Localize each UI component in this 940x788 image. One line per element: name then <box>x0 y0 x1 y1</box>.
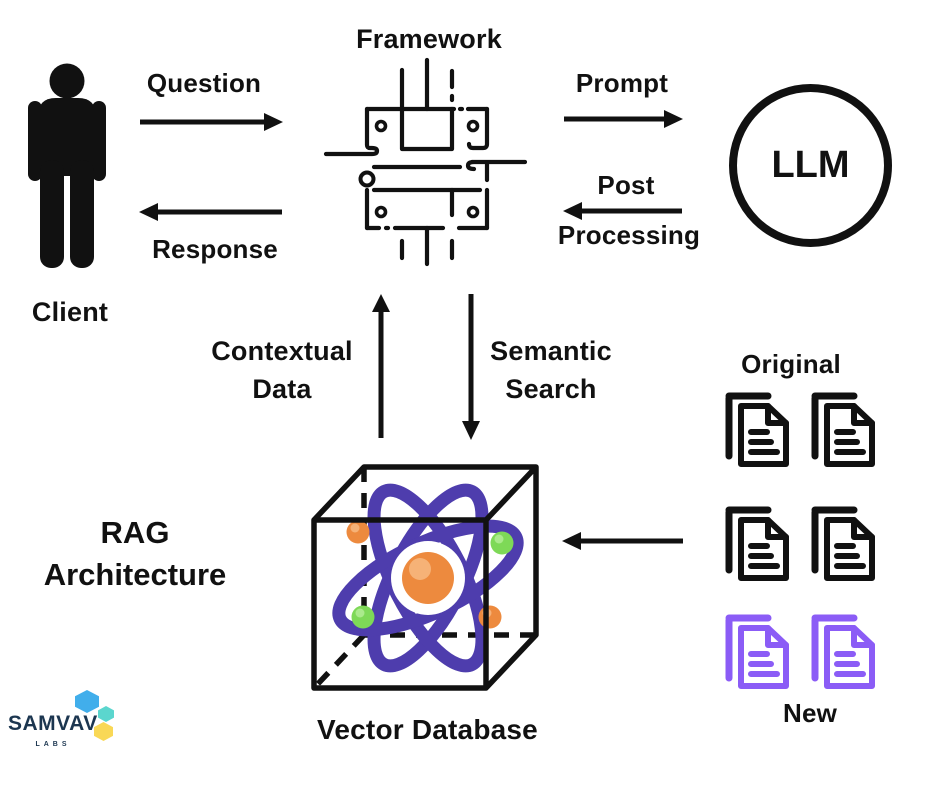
document-copy-icon-original <box>725 392 789 467</box>
schematic-bracket-icon <box>323 57 527 267</box>
semantic-search-arrow <box>462 294 480 440</box>
contextual-data-arrow <box>372 294 390 438</box>
original-label: Original <box>741 349 841 379</box>
post-label: Post <box>597 170 655 200</box>
diagram-title: RAG Architecture <box>43 515 227 592</box>
question-arrow <box>140 113 283 131</box>
atom-in-cube-icon <box>311 464 539 691</box>
logo-brand-text: SAMVAV <box>8 712 98 735</box>
semantic-search-label: Semantic Search <box>490 336 612 404</box>
llm-node: LLM <box>729 84 892 247</box>
framework-label: Framework <box>356 24 502 54</box>
logo-hexagon-blue <box>75 690 99 713</box>
question-label: Question <box>146 68 262 98</box>
client-label: Client <box>31 297 109 327</box>
logo-hexagon-teal <box>98 706 114 722</box>
logo-sub-text: LABS <box>35 741 71 748</box>
document-copy-icon-new <box>811 614 875 689</box>
processing-label: Processing <box>557 220 701 250</box>
logo-hexagon-yellow <box>94 722 113 741</box>
prompt-label: Prompt <box>575 68 669 98</box>
ingest-arrow <box>562 532 683 550</box>
post-processing-arrow <box>563 202 682 220</box>
prompt-arrow <box>564 110 683 128</box>
document-copy-icon-original <box>811 506 875 581</box>
vector-database-label: Vector Database <box>317 714 538 745</box>
response-arrow <box>139 203 282 221</box>
response-label: Response <box>152 234 278 264</box>
document-copy-icon-original <box>811 392 875 467</box>
new-label: New <box>782 698 838 728</box>
person-icon <box>28 63 106 268</box>
document-copy-icon-new <box>725 614 789 689</box>
llm-label: LLM <box>771 144 850 186</box>
contextual-data-label: Contextual Data <box>211 336 353 404</box>
document-copy-icon-original <box>725 506 789 581</box>
